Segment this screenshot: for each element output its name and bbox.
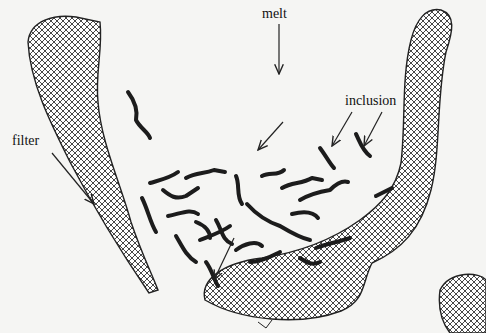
filter-body <box>28 10 486 333</box>
filter-notch <box>258 320 272 328</box>
melt-label: melt <box>262 7 287 21</box>
inclusion-strands <box>128 92 392 286</box>
pointer-arrows <box>52 24 382 280</box>
inclusion-label: inclusion <box>345 94 396 108</box>
filter-label: filter <box>12 134 39 148</box>
